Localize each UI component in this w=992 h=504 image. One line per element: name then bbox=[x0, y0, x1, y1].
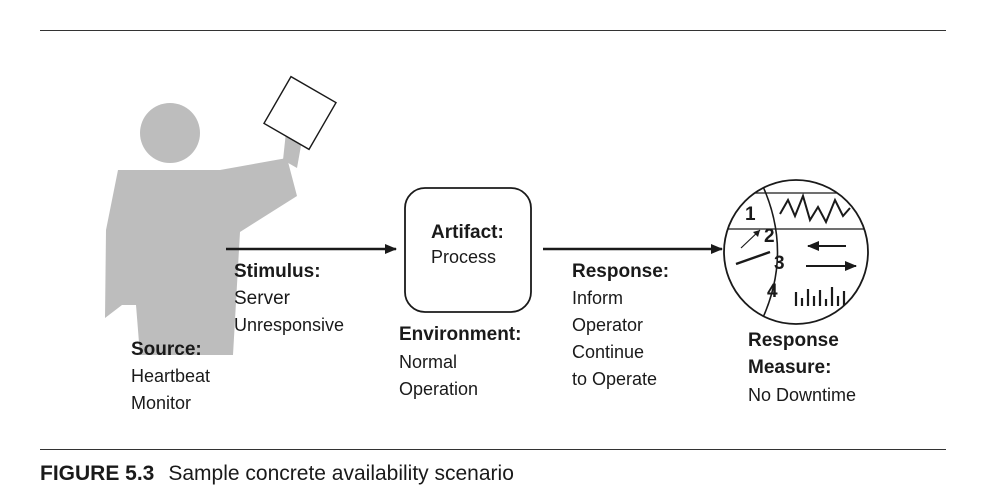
response-line-3: Continue bbox=[572, 342, 645, 362]
bottom-rule bbox=[40, 449, 946, 450]
figure-caption-text: Sample concrete availability scenario bbox=[168, 462, 514, 485]
measure-gauge-icon: 1 2 3 4 bbox=[723, 179, 869, 325]
figure-number: FIGURE 5.3 bbox=[40, 462, 155, 485]
environment-line-2: Operation bbox=[399, 379, 479, 399]
gauge-number-2: 2 bbox=[764, 226, 775, 247]
response-line-1: Inform bbox=[572, 288, 624, 308]
wave-line bbox=[779, 192, 851, 225]
figure-caption: FIGURE 5.3 Sample concrete availability s… bbox=[40, 462, 514, 486]
source-line-1: Heartbeat bbox=[131, 366, 211, 386]
artifact-heading: Artifact: bbox=[431, 222, 504, 243]
gauge-needle bbox=[735, 250, 771, 266]
person-head bbox=[140, 103, 200, 163]
response-measure-heading-1: Response bbox=[748, 330, 839, 351]
artifact-box bbox=[404, 187, 532, 313]
person-body bbox=[105, 158, 297, 355]
environment-heading: Environment: bbox=[399, 324, 522, 345]
response-measure-value: No Downtime bbox=[748, 385, 857, 405]
response-measure-heading-2: Measure: bbox=[748, 357, 832, 378]
bars-icon bbox=[794, 287, 846, 306]
top-rule bbox=[40, 30, 946, 31]
stimulus-line-2: Unresponsive bbox=[234, 315, 345, 335]
gauge-number-1: 1 bbox=[745, 204, 756, 225]
environment-line-1: Normal bbox=[399, 352, 458, 372]
gauge-number-3: 3 bbox=[774, 253, 785, 274]
response-heading: Response: bbox=[572, 261, 670, 282]
stimulus-heading: Stimulus: bbox=[234, 261, 321, 282]
person-figure bbox=[105, 75, 337, 355]
artifact-value: Process bbox=[431, 247, 497, 267]
source-heading: Source: bbox=[131, 339, 202, 360]
document-icon bbox=[263, 75, 337, 151]
gauge-number-4: 4 bbox=[767, 281, 778, 302]
response-line-4: to Operate bbox=[572, 369, 658, 389]
response-line-2: Operator bbox=[572, 315, 644, 335]
stimulus-line-1: Server bbox=[234, 288, 290, 309]
gauge-circle bbox=[723, 179, 869, 325]
source-line-2: Monitor bbox=[131, 393, 192, 413]
